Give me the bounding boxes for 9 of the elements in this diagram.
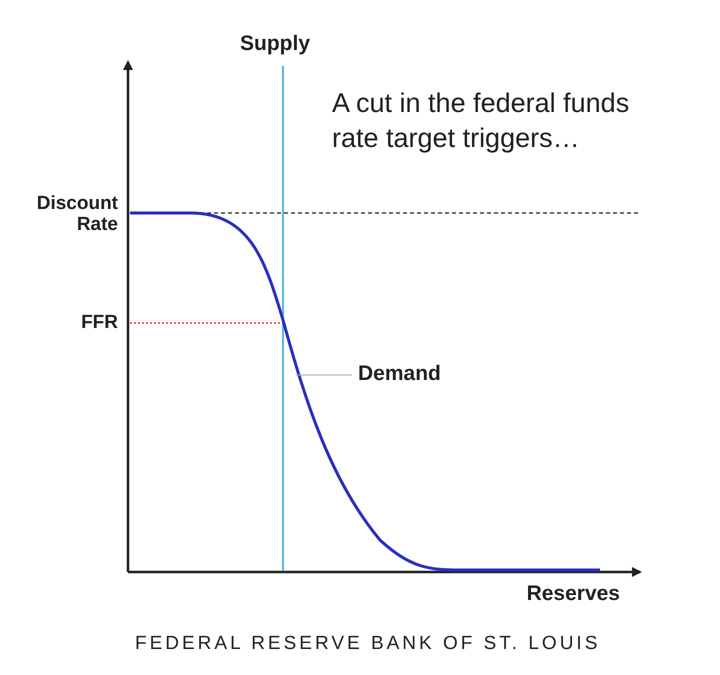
axis-label: Discount Rate	[36, 194, 118, 236]
line-label: Demand	[358, 362, 441, 386]
axis-label: FFR	[80, 312, 118, 334]
axis-label: Reserves	[526, 582, 620, 606]
demand-curve	[130, 212, 600, 572]
source-text: FEDERAL RESERVE BANK OF ST. LOUIS	[135, 633, 602, 655]
leader-line	[296, 374, 352, 376]
note-text: A cut in the federal funds rate target triggers…	[332, 87, 630, 156]
line-label: Supply	[240, 32, 312, 56]
